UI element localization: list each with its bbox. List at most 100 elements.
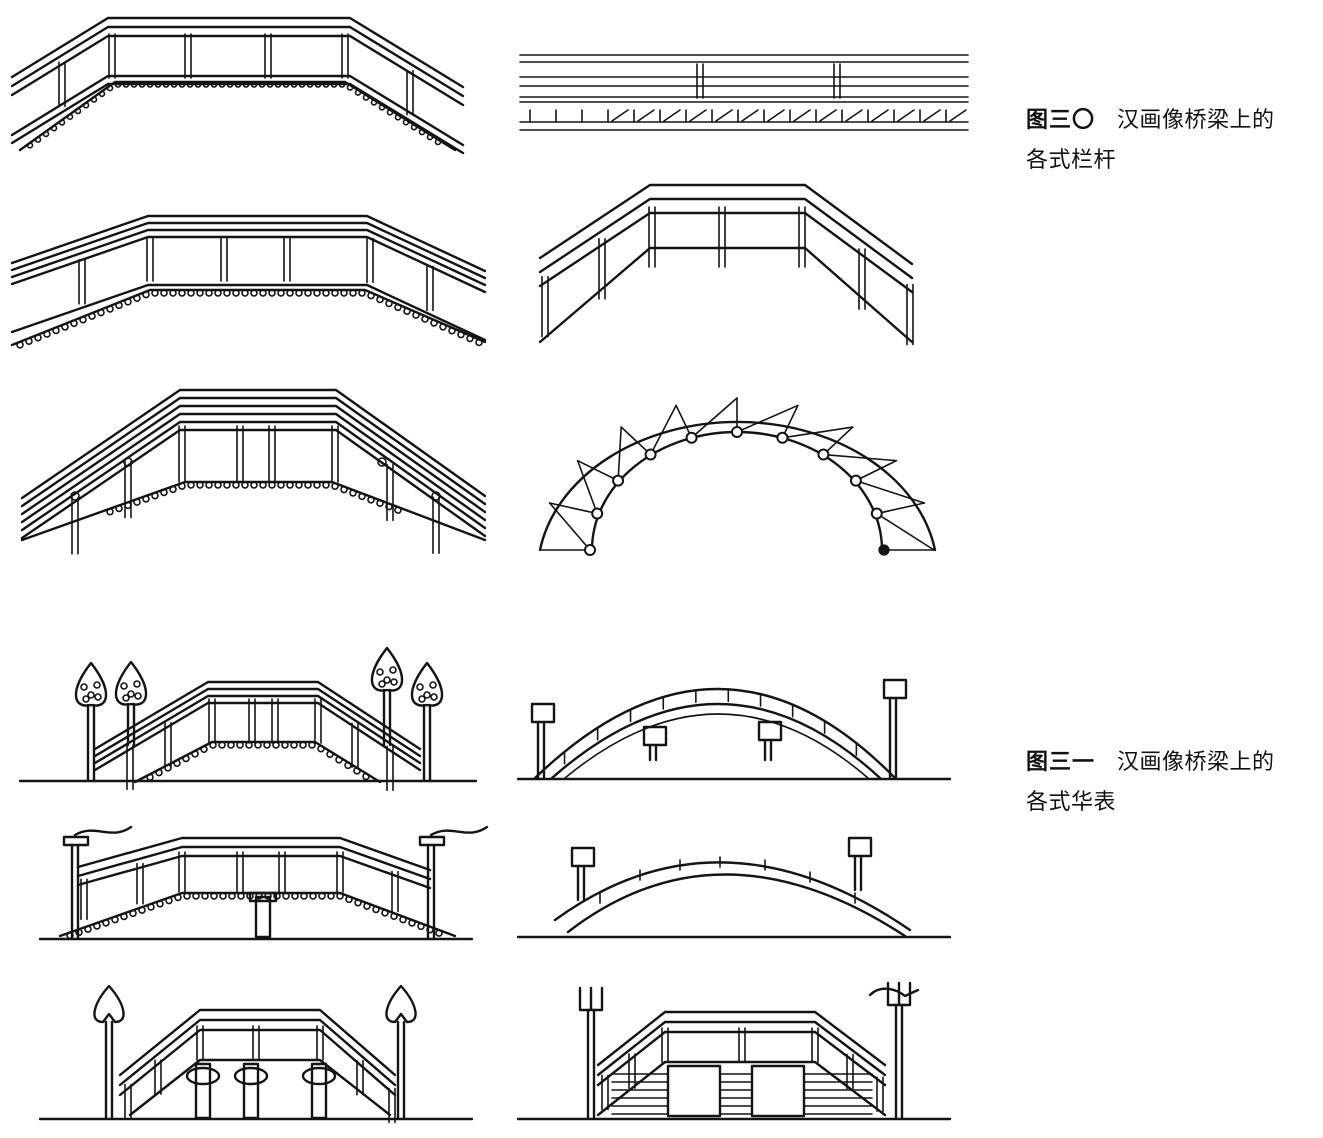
bead-ornament bbox=[421, 315, 429, 323]
bead-ornament bbox=[367, 291, 375, 300]
bead-ornament bbox=[129, 909, 137, 918]
bead-ornament bbox=[250, 481, 258, 489]
bead-ornament bbox=[234, 81, 242, 88]
railing-drawing-6 bbox=[538, 397, 937, 556]
railing-rail bbox=[93, 687, 422, 758]
railing-rail bbox=[20, 420, 487, 532]
bead-ornament bbox=[448, 326, 456, 335]
bead-ornament bbox=[106, 507, 114, 516]
bead-ornament bbox=[178, 289, 186, 297]
lattice-brace bbox=[637, 109, 655, 122]
arch-rivet bbox=[644, 448, 657, 461]
bead-ornament bbox=[385, 299, 393, 308]
finial-dot bbox=[80, 683, 88, 691]
arch-brace bbox=[649, 404, 677, 456]
bead-ornament bbox=[376, 295, 384, 304]
bead-ornament bbox=[250, 81, 258, 88]
bracket-pier bbox=[310, 1062, 328, 1120]
arch-brace bbox=[736, 404, 799, 433]
bead-ornament bbox=[196, 289, 204, 297]
sign-board bbox=[847, 836, 873, 858]
arch-rivet bbox=[591, 507, 604, 520]
bead-ornament bbox=[205, 289, 213, 297]
bead-ornament bbox=[322, 289, 330, 297]
arch-brace bbox=[781, 426, 854, 439]
bead-ornament bbox=[133, 294, 141, 302]
bead-ornament bbox=[178, 482, 186, 490]
bead-ornament bbox=[74, 107, 82, 115]
railing-rail bbox=[538, 183, 914, 266]
bead-ornament bbox=[138, 906, 146, 914]
arch-strut bbox=[822, 426, 854, 456]
bead-ornament bbox=[79, 315, 87, 324]
bead-ornament bbox=[156, 899, 164, 908]
railing-rail bbox=[10, 214, 487, 273]
bead-ornament bbox=[418, 128, 426, 136]
bridge-deck bbox=[538, 246, 914, 344]
arch-rivet bbox=[685, 431, 698, 444]
finial-dot bbox=[429, 681, 437, 689]
bead-ornament bbox=[354, 89, 362, 96]
spade-finial bbox=[385, 984, 417, 1024]
bead-ornament bbox=[106, 84, 114, 92]
bead-ornament bbox=[394, 303, 402, 312]
bracket-capital bbox=[301, 1066, 337, 1086]
sign-board bbox=[530, 702, 556, 724]
bead-ornament bbox=[434, 138, 442, 146]
bead-ornament bbox=[344, 761, 352, 770]
bead-ornament bbox=[142, 495, 150, 503]
railing-drawing-3 bbox=[10, 214, 487, 349]
lattice-brace bbox=[689, 109, 707, 122]
bead-ornament bbox=[390, 912, 398, 920]
bead-ornament bbox=[367, 495, 375, 504]
bead-ornament bbox=[340, 485, 348, 494]
bead-ornament bbox=[439, 322, 447, 331]
bead-ornament bbox=[70, 319, 78, 328]
arch-outer bbox=[533, 687, 897, 780]
bead-ornament bbox=[274, 81, 282, 88]
arch-inner bbox=[550, 702, 882, 780]
bead-ornament bbox=[410, 123, 418, 131]
finial-dot bbox=[120, 682, 128, 690]
railing-rail bbox=[118, 1008, 397, 1077]
bead-ornament bbox=[298, 81, 306, 88]
railing-rail bbox=[76, 836, 432, 872]
bead-ornament bbox=[313, 481, 321, 489]
bead-ornament bbox=[250, 289, 258, 297]
bead-ornament bbox=[335, 755, 343, 764]
bead-ornament bbox=[155, 768, 163, 777]
lattice-brace bbox=[819, 109, 837, 122]
bridge-edge bbox=[18, 80, 457, 152]
banner-streamer bbox=[73, 825, 133, 837]
bead-ornament bbox=[286, 289, 294, 297]
arch-rivet bbox=[612, 474, 625, 487]
ornamental-column-drawing-2 bbox=[516, 678, 952, 781]
bead-ornament bbox=[475, 338, 483, 347]
bead-ornament bbox=[169, 485, 177, 494]
bead-ornament bbox=[349, 289, 357, 297]
bead-ornament bbox=[277, 481, 285, 489]
bead-ornament bbox=[187, 481, 195, 489]
bead-ornament bbox=[111, 915, 119, 924]
arch-rivet bbox=[731, 426, 743, 438]
bead-ornament bbox=[268, 289, 276, 297]
arch-rivet bbox=[584, 544, 596, 556]
finial-dot bbox=[389, 666, 397, 674]
bead-ornament bbox=[219, 892, 227, 900]
bead-ornament bbox=[154, 81, 162, 88]
bead-ornament bbox=[331, 289, 339, 297]
bead-ornament bbox=[201, 892, 209, 900]
ornamental-column-drawings bbox=[18, 646, 952, 1124]
bead-ornament bbox=[327, 892, 335, 900]
bead-ornament bbox=[205, 481, 213, 489]
bead-ornament bbox=[202, 81, 210, 88]
bridge-opening bbox=[750, 1064, 806, 1118]
railing-rail bbox=[76, 854, 432, 890]
bead-ornament bbox=[340, 289, 348, 297]
bead-ornament bbox=[322, 81, 330, 88]
arch-rivet bbox=[870, 507, 883, 520]
sign-board bbox=[642, 725, 668, 747]
bridge-deck bbox=[20, 480, 487, 542]
figure-title-part-1: 汉画像桥梁上的 bbox=[1117, 750, 1275, 775]
bead-ornament bbox=[183, 892, 191, 900]
